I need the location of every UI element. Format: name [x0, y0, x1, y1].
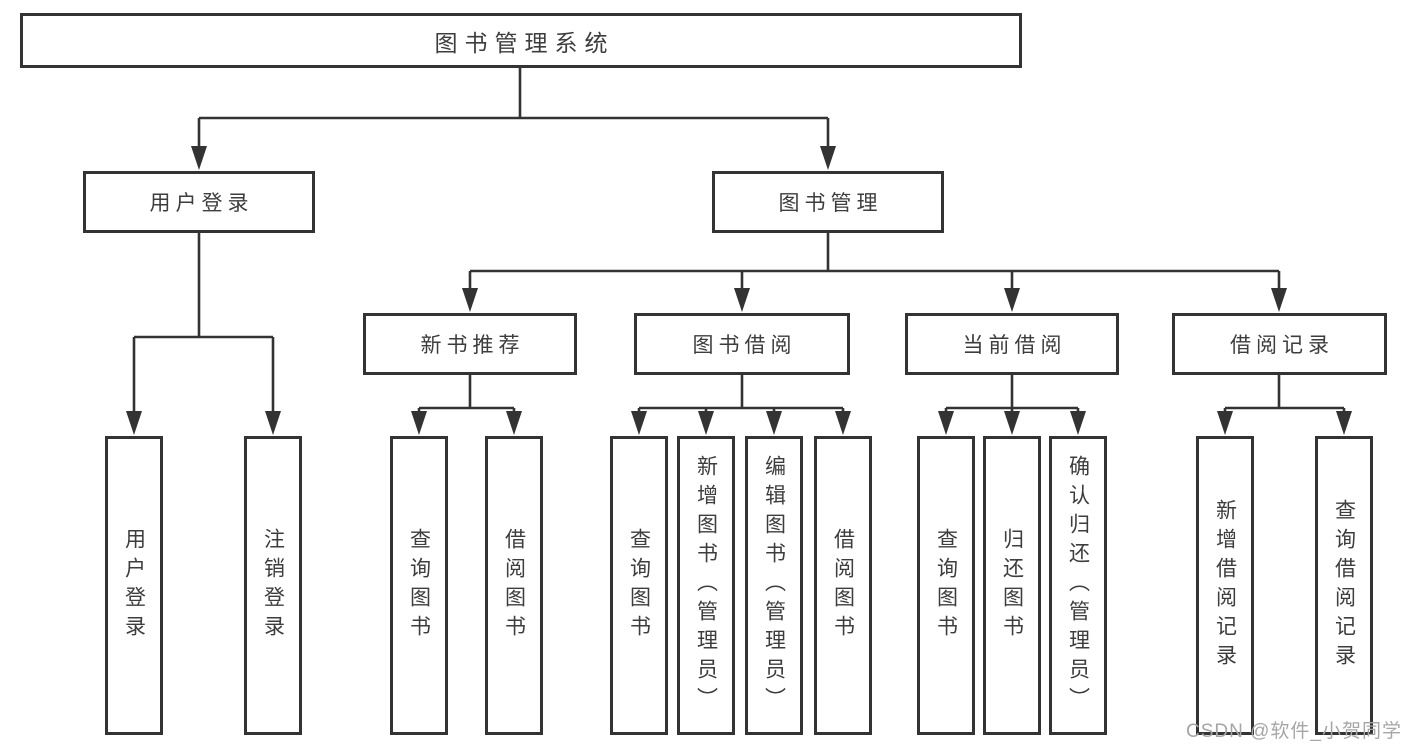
leaf-records-add-record: 新增借阅记录 [1196, 436, 1254, 735]
leaf-current-query-books-label: 查询图书 [934, 527, 958, 644]
node-new-book-recommend: 新书推荐 [363, 313, 577, 375]
leaf-logout: 注销登录 [244, 436, 302, 735]
leaf-logout-label: 注销登录 [261, 527, 285, 644]
node-borrowing-records: 借阅记录 [1172, 313, 1387, 375]
leaf-borrow-borrow-books-label: 借阅图书 [831, 527, 855, 644]
node-book-borrowing: 图书借阅 [634, 313, 850, 375]
node-library-system: 图书管理系统 [20, 13, 1022, 68]
leaf-borrow-query-books: 查询图书 [610, 436, 668, 735]
node-new-book-recommend-label: 新书推荐 [420, 334, 525, 357]
node-current-borrowing: 当前借阅 [905, 313, 1119, 375]
leaf-borrow-borrow-books: 借阅图书 [814, 436, 872, 735]
node-book-management: 图书管理 [712, 171, 944, 233]
leaf-user-login-label: 用户登录 [122, 527, 146, 644]
leaf-newbooks-query-books-label: 查询图书 [407, 527, 431, 644]
leaf-newbooks-borrow-books: 借阅图书 [485, 436, 543, 735]
leaf-borrow-edit-books-admin-label: 编辑图书（管理员） [762, 455, 786, 716]
csdn-watermark: CSDN @软件_小贺同学 [1186, 721, 1402, 742]
node-user-login-label: 用户登录 [149, 192, 254, 215]
node-current-borrowing-label: 当前借阅 [962, 334, 1067, 357]
node-user-login: 用户登录 [83, 171, 315, 233]
leaf-user-login: 用户登录 [105, 436, 163, 735]
leaf-current-confirm-return-admin: 确认归还（管理员） [1049, 436, 1107, 735]
leaf-newbooks-query-books: 查询图书 [390, 436, 448, 735]
node-book-management-label: 图书管理 [778, 192, 883, 215]
leaf-records-query-record-label: 查询借阅记录 [1332, 498, 1356, 673]
leaf-current-return-books: 归还图书 [983, 436, 1041, 735]
node-book-borrowing-label: 图书借阅 [692, 334, 797, 357]
node-borrowing-records-label: 借阅记录 [1230, 334, 1334, 357]
leaf-borrow-edit-books-admin: 编辑图书（管理员） [745, 436, 803, 735]
leaf-borrow-add-books-admin-label: 新增图书（管理员） [694, 455, 718, 716]
leaf-current-confirm-return-admin-label: 确认归还（管理员） [1066, 455, 1090, 716]
leaf-records-add-record-label: 新增借阅记录 [1213, 498, 1237, 673]
leaf-records-query-record: 查询借阅记录 [1315, 436, 1373, 735]
leaf-newbooks-borrow-books-label: 借阅图书 [502, 527, 526, 644]
leaf-current-return-books-label: 归还图书 [1000, 527, 1024, 644]
leaf-current-query-books: 查询图书 [917, 436, 975, 735]
node-library-system-label: 图书管理系统 [434, 29, 615, 56]
leaf-borrow-add-books-admin: 新增图书（管理员） [677, 436, 735, 735]
leaf-borrow-query-books-label: 查询图书 [627, 527, 651, 644]
